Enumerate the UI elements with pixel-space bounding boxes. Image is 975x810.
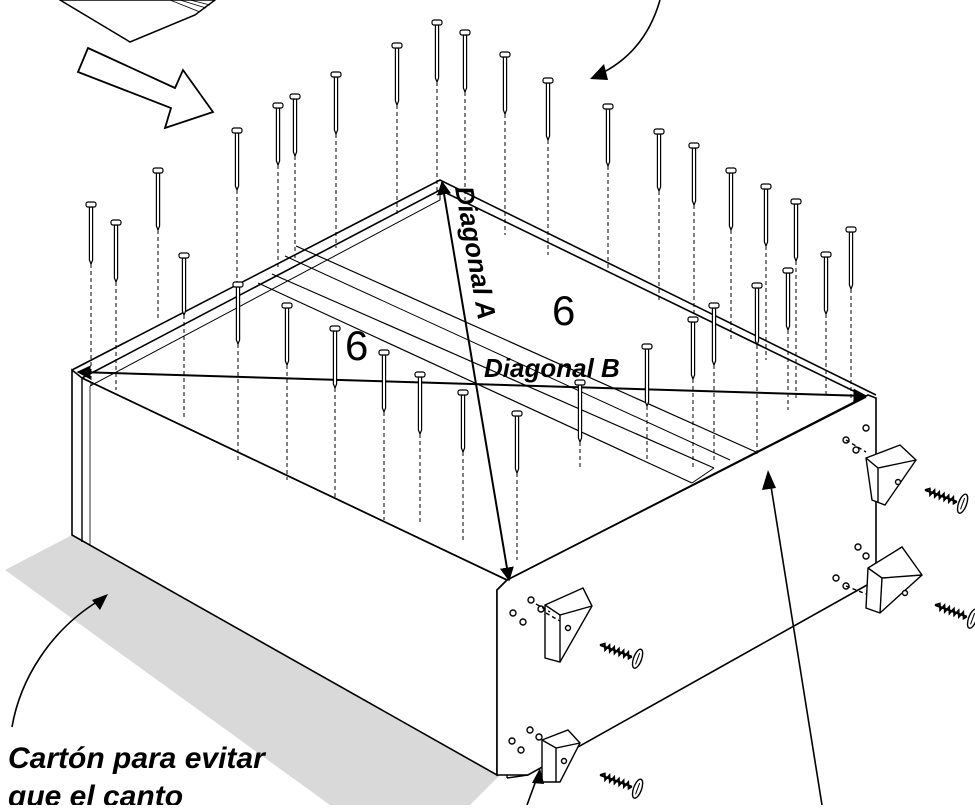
panel-number-right: 6 bbox=[552, 287, 575, 334]
nail-icon bbox=[542, 77, 554, 142]
box-side-panel bbox=[496, 394, 877, 776]
nail-icon bbox=[414, 371, 426, 436]
nail-icon bbox=[431, 19, 443, 84]
bracket-pointer-head-icon bbox=[532, 768, 544, 784]
corner-bracket-2 bbox=[508, 726, 581, 783]
nail-icon bbox=[725, 167, 737, 232]
nail-icon bbox=[289, 93, 301, 158]
nail-icon bbox=[272, 102, 284, 167]
caption-line-1: Cartón para evitar bbox=[8, 742, 267, 775]
corner-bracket-1 bbox=[509, 587, 593, 663]
nail-icon bbox=[330, 71, 342, 136]
nail-icon bbox=[708, 302, 720, 367]
nail-icon bbox=[281, 302, 293, 367]
nail-icon bbox=[602, 103, 614, 168]
nail-icon bbox=[329, 325, 341, 390]
nail-icon bbox=[459, 29, 471, 94]
corner-bracket-4 bbox=[832, 543, 923, 614]
screw-icon bbox=[599, 642, 644, 669]
diagonal-a-label: Diagonal A bbox=[449, 184, 502, 322]
nail-icon bbox=[231, 127, 243, 192]
screw-icon bbox=[599, 772, 644, 799]
nail-icon bbox=[751, 282, 763, 347]
nail-icon bbox=[499, 51, 511, 116]
cardboard-pointer-arrow-icon bbox=[11, 599, 101, 728]
screw-icon bbox=[924, 487, 969, 514]
nails-group bbox=[85, 19, 857, 560]
panel-number-left: 6 bbox=[345, 322, 368, 369]
nail-icon bbox=[574, 379, 586, 444]
panel-pointer-head-icon bbox=[762, 470, 776, 490]
diagonal-b-label: Diagonal B bbox=[484, 353, 620, 383]
nail-icon bbox=[641, 343, 653, 408]
nail-icon bbox=[85, 201, 97, 266]
nail-icon bbox=[782, 267, 794, 332]
cardboard-pointer-head-icon bbox=[92, 594, 108, 610]
nail-icon bbox=[760, 183, 772, 248]
direction-arrow-icon bbox=[76, 46, 215, 130]
nail-icon bbox=[232, 281, 244, 346]
nail-icon bbox=[845, 226, 857, 291]
pointer-arrowhead-icon bbox=[590, 64, 608, 80]
nail-icon bbox=[653, 128, 665, 193]
corner-bracket-3 bbox=[842, 424, 917, 506]
nail-icon bbox=[820, 251, 832, 316]
nail-icon bbox=[378, 349, 390, 414]
nail-icon bbox=[110, 219, 122, 284]
screw-icon bbox=[934, 602, 975, 629]
nail-icon bbox=[687, 316, 699, 381]
caption-line-2: que el canto bbox=[8, 780, 183, 805]
diagonal-b-line bbox=[76, 365, 868, 403]
nail-icon bbox=[790, 198, 802, 263]
nail-icon bbox=[457, 389, 469, 454]
nail-icon bbox=[391, 42, 403, 107]
nail-icon bbox=[178, 252, 190, 317]
pointer-arrow-icon bbox=[597, 0, 661, 76]
nail-icon bbox=[688, 142, 700, 207]
nail-icon bbox=[152, 167, 164, 232]
instruction-sheet bbox=[58, 0, 217, 43]
cardboard-sheet bbox=[5, 535, 500, 805]
screws-group bbox=[599, 487, 975, 799]
nail-icon bbox=[511, 410, 523, 475]
panel-pointer-arrow-icon bbox=[769, 479, 823, 806]
